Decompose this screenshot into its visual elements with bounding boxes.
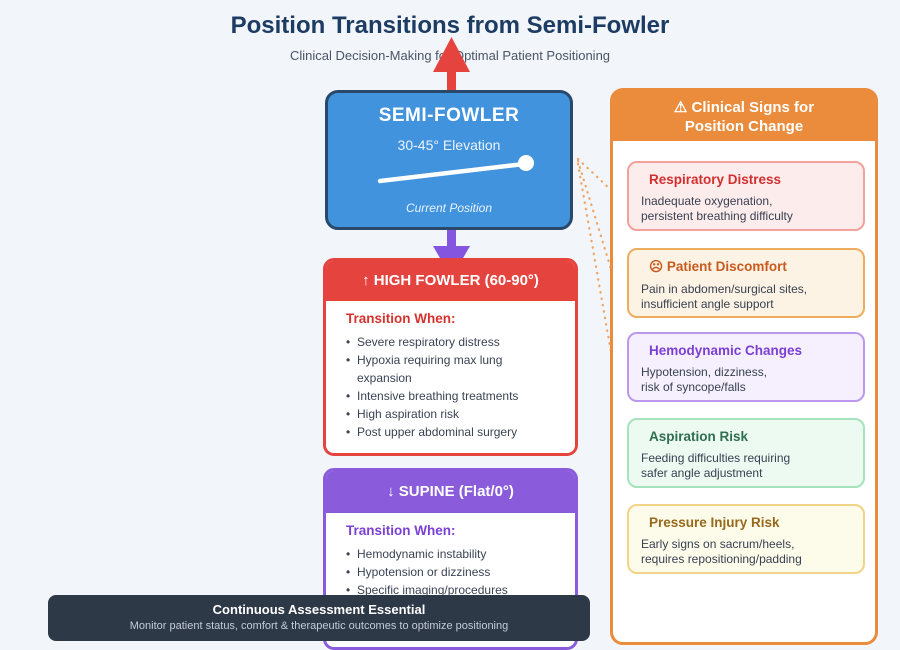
list-item: •Severe respiratory distress — [346, 335, 500, 349]
transition-when-label: Transition When: — [346, 311, 456, 326]
clinical-signs-header-line1: ⚠ Clinical Signs for — [673, 99, 815, 116]
list-item: •Hypotension or dizziness — [346, 565, 491, 579]
list-item: •High aspiration risk — [346, 407, 460, 421]
semi-fowler-elevation: 30-45° Elevation — [397, 137, 501, 153]
sign-card-title: Aspiration Risk — [649, 429, 749, 444]
high-fowler-header: ↑ HIGH FOWLER (60-90°) — [326, 261, 575, 301]
up-arrow-to-high-fowler — [433, 37, 470, 92]
list-item: •Post upper abdominal surgery — [346, 425, 518, 439]
bullet-dot: • — [346, 565, 351, 579]
page-title: Position Transitions from Semi-Fowler — [230, 12, 670, 39]
supine-body: Transition When: •Hemodynamic instabilit… — [326, 513, 575, 611]
high-fowler-box: ↑ HIGH FOWLER (60-90°) Transition When: … — [323, 258, 578, 456]
transition-when-label: Transition When: — [346, 523, 456, 538]
clinical-signs-header: ⚠ Clinical Signs for Position Change — [613, 91, 875, 141]
sign-card-title: Pressure Injury Risk — [649, 515, 780, 530]
sign-card-text: Inadequate oxygenation, — [641, 194, 773, 208]
bullet-dot: • — [346, 389, 351, 403]
sign-card-hemodynamic-changes: Hemodynamic Changes Hypotension, dizzine… — [627, 332, 865, 402]
sign-card-patient-discomfort: ☹ Patient Discomfort Pain in abdomen/sur… — [627, 248, 865, 318]
sign-card-text: Pain in abdomen/surgical sites, — [641, 282, 808, 296]
sign-card-text: Early signs on sacrum/heels, — [641, 537, 795, 551]
supine-header: ↓ SUPINE (Flat/0°) — [326, 471, 575, 513]
sign-card-respiratory-distress: Respiratory Distress Inadequate oxygenat… — [627, 161, 865, 231]
bullet-dot: • — [346, 547, 351, 561]
list-item: •Hypoxia requiring max lung expansion — [346, 353, 503, 385]
semi-fowler-box: SEMI-FOWLER 30-45° Elevation Current Pos… — [325, 90, 573, 230]
list-item: •Hemodynamic instability — [346, 547, 487, 561]
high-fowler-body: Transition When: •Severe respiratory dis… — [326, 301, 575, 453]
supine-box: ↓ SUPINE (Flat/0°) Transition When: •Hem… — [323, 468, 578, 650]
sign-card-text: Feeding difficulties requiring — [641, 451, 791, 465]
clinical-signs-header-line2: Position Change — [684, 118, 804, 135]
semi-fowler-title: SEMI-FOWLER — [378, 105, 520, 126]
clinical-signs-panel: ⚠ Clinical Signs for Position Change Res… — [610, 88, 878, 645]
sign-card-aspiration-risk: Aspiration Risk Feeding difficulties req… — [627, 418, 865, 488]
sign-card-text: requires repositioning/padding — [641, 552, 802, 566]
banner-title: Continuous Assessment Essential — [212, 602, 426, 617]
current-position-caption: Current Position — [405, 201, 493, 215]
list-item: •Intensive breathing treatments — [346, 389, 519, 403]
bullet-dot: • — [346, 353, 351, 367]
banner-subtitle: Monitor patient status, comfort & therap… — [129, 620, 509, 632]
bed-angle-illustration — [377, 155, 534, 184]
bullet-dot: • — [346, 407, 351, 421]
sign-card-text: persistent breathing difficulty — [641, 209, 793, 223]
sign-card-title: Respiratory Distress — [649, 172, 782, 187]
continuous-assessment-banner: Continuous Assessment Essential Monitor … — [48, 595, 590, 641]
list-item: •Specific imaging/procedures — [346, 583, 508, 597]
sign-card-text: safer angle adjustment — [641, 466, 763, 480]
bullet-dot: • — [346, 425, 351, 439]
sign-card-text: Hypotension, dizziness, — [641, 365, 768, 379]
sign-card-title: ☹ Patient Discomfort — [649, 259, 787, 274]
sign-card-title: Hemodynamic Changes — [649, 343, 803, 358]
bullet-dot: • — [346, 583, 351, 597]
sign-card-pressure-injury-risk: Pressure Injury Risk Early signs on sacr… — [627, 504, 865, 574]
bullet-dot: • — [346, 335, 351, 349]
dashed-connector-lines — [576, 157, 613, 354]
page-subtitle: Clinical Decision-Making for Optimal Pat… — [289, 48, 611, 63]
sign-card-text: risk of syncope/falls — [641, 380, 746, 394]
sign-card-text: insufficient angle support — [641, 297, 774, 311]
